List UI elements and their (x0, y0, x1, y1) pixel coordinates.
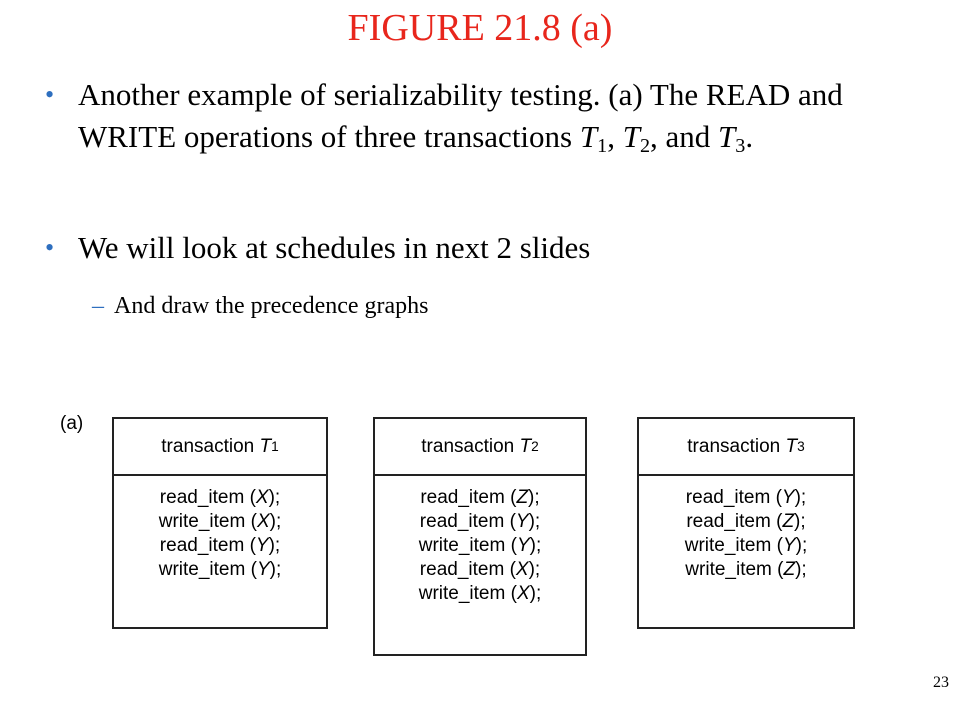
operation-name: read_item ( (420, 487, 517, 508)
transaction-header-label: transaction (421, 435, 515, 457)
operation-line: write_item (Y); (114, 558, 326, 582)
data-item: Y (255, 535, 269, 556)
operation-name: read_item ( (159, 487, 256, 508)
operation-line: read_item (Z); (375, 486, 585, 510)
operation-line: write_item (Z); (639, 558, 853, 582)
operation-line: read_item (Y); (639, 486, 853, 510)
transaction-subscript: 1 (271, 439, 279, 454)
data-item: Y (515, 511, 529, 532)
t-symbol: T (622, 119, 640, 154)
operation-name: write_item ( (685, 559, 784, 580)
operations-list: read_item (Z);read_item (Y);write_item (… (375, 476, 585, 606)
operation-name: write_item ( (418, 583, 517, 604)
t-subscript: 2 (639, 135, 651, 158)
figure-label: (a) (60, 413, 84, 434)
data-item: X (255, 487, 269, 508)
operation-end: ); (268, 487, 281, 508)
sub-bullet-precedence: –And draw the precedence graphs (92, 288, 429, 324)
transaction-symbol: T (259, 435, 272, 457)
bullet-schedules: • We will look at schedules in next 2 sl… (45, 227, 925, 269)
slide-title: FIGURE 21.8 (a) (347, 7, 613, 49)
operation-end: ); (795, 535, 808, 556)
operation-name: write_item ( (158, 511, 257, 532)
operation-name: read_item ( (685, 487, 782, 508)
page-number: 23 (933, 674, 949, 691)
bullet-text-main: Another example of serializability testi… (78, 77, 843, 154)
operation-end: ); (269, 559, 282, 580)
data-item: Z (516, 487, 529, 508)
operation-end: ); (528, 511, 541, 532)
operation-line: read_item (Y); (375, 510, 585, 534)
data-item: Y (256, 559, 270, 580)
operation-name: write_item ( (684, 535, 783, 556)
operation-name: read_item ( (686, 511, 783, 532)
t-subscript: 3 (735, 135, 746, 158)
transaction-symbol: T (785, 435, 798, 457)
data-item: X (256, 511, 270, 532)
operation-end: ); (268, 535, 281, 556)
separator: , (607, 119, 623, 154)
operation-end: ); (794, 487, 807, 508)
operation-line: write_item (Y); (375, 534, 585, 558)
operation-end: ); (269, 511, 282, 532)
operation-end: ); (795, 559, 807, 580)
transaction-header-label: transaction (161, 435, 255, 457)
data-item: Z (782, 511, 795, 532)
data-item: Y (781, 487, 795, 508)
data-item: Y (782, 535, 796, 556)
bullet-dot: • (45, 80, 55, 109)
operation-line: write_item (Y); (639, 534, 853, 558)
transaction-subscript: 2 (531, 439, 539, 454)
operation-line: write_item (X); (375, 582, 585, 606)
operation-line: read_item (Y); (114, 534, 326, 558)
transaction-subscript: 3 (797, 439, 805, 454)
transaction-symbol: T (519, 435, 532, 457)
sub-bullet-text: And draw the precedence graphs (114, 293, 429, 319)
period: . (745, 119, 754, 154)
operation-end: ); (529, 535, 542, 556)
operation-name: read_item ( (419, 511, 516, 532)
operation-line: read_item (X); (114, 486, 326, 510)
bullet-dot: • (45, 233, 55, 262)
operation-line: read_item (X); (375, 558, 585, 582)
transaction-header-label: transaction (687, 435, 781, 457)
operation-name: read_item ( (159, 535, 256, 556)
operation-end: ); (528, 487, 540, 508)
operations-list: read_item (Y);read_item (Z);write_item (… (639, 476, 853, 582)
bullet-serializability: • Another example of serializability tes… (45, 74, 925, 204)
t-symbol: T (579, 119, 598, 154)
bullet-text: We will look at schedules in next 2 slid… (78, 230, 591, 265)
operation-end: ); (528, 559, 541, 580)
operation-name: read_item ( (419, 559, 516, 580)
t-symbol: T (718, 119, 736, 154)
t-subscript: 1 (597, 135, 608, 158)
data-item: Z (783, 559, 796, 580)
operation-line: read_item (Z); (639, 510, 853, 534)
bullet-text: Another example of serializability testi… (78, 74, 925, 167)
operation-line: write_item (X); (114, 510, 326, 534)
operation-name: write_item ( (158, 559, 257, 580)
operation-name: write_item ( (418, 535, 517, 556)
sub-bullet-dash: – (92, 293, 104, 319)
data-item: X (516, 583, 530, 604)
data-item: X (515, 559, 529, 580)
data-item: Y (516, 535, 530, 556)
operations-list: read_item (X);write_item (X);read_item (… (114, 476, 326, 582)
separator: , and (650, 119, 719, 154)
operation-end: ); (794, 511, 806, 532)
operation-end: ); (529, 583, 542, 604)
